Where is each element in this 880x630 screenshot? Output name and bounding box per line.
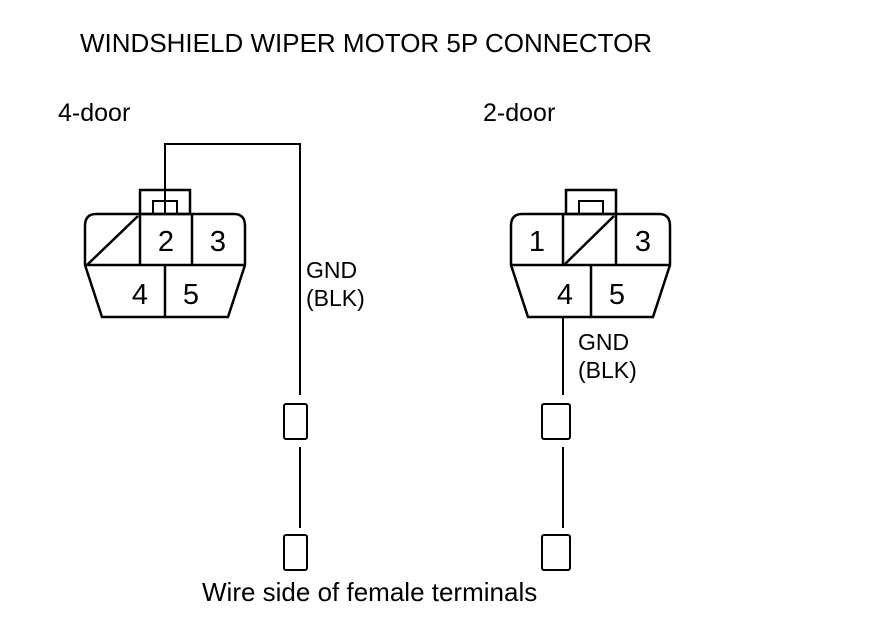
connector-2door-terminal-upper [541, 403, 571, 440]
connector-2door-pin: 4 [557, 279, 573, 311]
connector-2door: 2-door 1 3 4 5 GND (BLK) [483, 99, 672, 571]
connector-4door-terminal-upper [283, 403, 308, 440]
connector-4door: 4-door 2 3 4 5 GND (BLK) [58, 99, 365, 571]
connector-2door-terminal-lower [541, 534, 571, 571]
connector-2door-gnd-label: GND [578, 329, 629, 355]
connector-2door-unused-cavity-mark [564, 215, 615, 265]
diagram-title: WINDSHIELD WIPER MOTOR 5P CONNECTOR [80, 28, 652, 58]
connector-4door-label: 4-door [58, 99, 130, 127]
connector-4door-pin: 5 [183, 279, 199, 311]
connector-4door-gnd-label: GND [306, 257, 357, 283]
connector-2door-pin: 1 [529, 226, 545, 258]
connector-4door-pin: 4 [132, 279, 148, 311]
connector-2door-label: 2-door [483, 99, 555, 127]
connector-4door-wire-color: (BLK) [306, 285, 365, 311]
connector-4door-unused-cavity-mark [86, 215, 139, 266]
connector-2door-housing [509, 212, 672, 319]
connector-4door-pin: 2 [158, 226, 174, 258]
connector-2door-lock-inner [578, 200, 604, 215]
diagram-footer: Wire side of female terminals [202, 577, 537, 607]
connector-4door-housing [83, 212, 247, 319]
connector-2door-pin: 3 [635, 226, 651, 258]
connector-4door-terminal-lower [283, 534, 308, 571]
connector-4door-gnd-wire [164, 143, 301, 395]
connector-2door-pin: 5 [609, 279, 625, 311]
connector-2door-wire-color: (BLK) [578, 357, 637, 383]
connector-4door-pin: 3 [210, 226, 226, 258]
